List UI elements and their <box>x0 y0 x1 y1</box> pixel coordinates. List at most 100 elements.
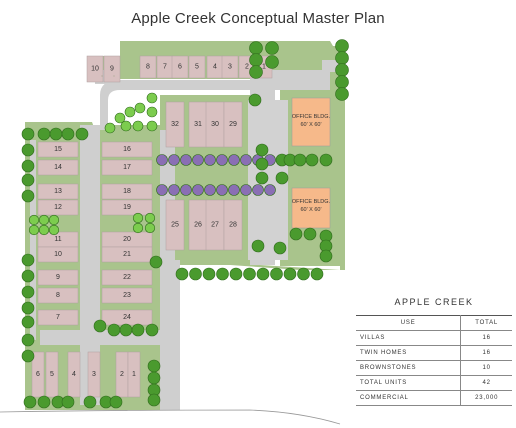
legend-row-use: BROWNSTONES <box>356 360 462 376</box>
lot-left-12: 12 <box>37 199 79 216</box>
legend-row-use: TOTAL UNITS <box>356 375 462 391</box>
lot-left-7-label: 7 <box>56 314 60 321</box>
office-building-2 <box>291 187 331 229</box>
lot-left-14-label: 14 <box>54 164 62 171</box>
tree <box>21 159 35 173</box>
tree <box>21 127 35 141</box>
legend-header-total: TOTAL <box>460 315 512 331</box>
purple-tree <box>228 184 240 196</box>
legend-row: TWIN HOMES 16 <box>356 345 512 361</box>
lot-center-17-footprint <box>101 159 153 176</box>
lot-left-12-footprint <box>37 199 79 216</box>
tree <box>104 122 116 134</box>
office-building-2-size: 60' X 60' <box>300 207 321 213</box>
lot-lower-28: 28 <box>223 199 243 251</box>
lot-lower-25-label: 25 <box>171 222 179 229</box>
tree <box>147 371 161 385</box>
tree <box>202 267 216 281</box>
tree <box>83 395 97 409</box>
legend-title: APPLE CREEK <box>394 297 474 307</box>
tree <box>21 173 35 187</box>
tree <box>28 214 40 226</box>
lot-center-19-footprint <box>101 199 153 216</box>
office-building-1-size: 60' X 60' <box>300 122 321 128</box>
lot-left-15-label: 15 <box>54 146 62 153</box>
tree <box>149 255 163 269</box>
tree <box>297 267 310 281</box>
tree <box>114 112 126 124</box>
lot-mid-29-label: 29 <box>229 121 237 128</box>
tree <box>256 267 270 281</box>
tree <box>189 267 202 281</box>
tree <box>37 127 51 141</box>
tree <box>303 227 317 241</box>
tree <box>147 359 161 373</box>
lot-center-20: 20 <box>101 231 153 248</box>
legend-header-row: USE TOTAL <box>356 315 512 331</box>
lot-top-9-footprint <box>103 55 121 83</box>
office-buildings: OFFICE BLDG. 60' X 60' OFFICE BLDG. 60' … <box>291 97 331 229</box>
tree <box>216 267 229 281</box>
tree <box>229 267 243 281</box>
street-edge-line <box>0 409 341 425</box>
legend-row-total: 10 <box>460 360 512 376</box>
lot-center-18: 18 <box>101 183 153 200</box>
tree <box>61 395 75 409</box>
lot-center-20-label: 20 <box>123 236 131 243</box>
lot-center-18-label: 18 <box>123 188 131 195</box>
legend-row: VILLAS 16 <box>356 330 512 346</box>
lot-bottom-5: 5 <box>45 351 59 398</box>
lot-top-3: 3 <box>221 55 239 79</box>
lot-top-6-label: 6 <box>178 64 182 71</box>
lot-left-9: 9 <box>37 269 79 286</box>
lot-mid-31-label: 31 <box>194 121 202 128</box>
tree <box>21 301 35 315</box>
lot-center-23-footprint <box>101 287 153 304</box>
tree <box>293 153 307 167</box>
lot-bottom-6-label: 6 <box>36 371 40 378</box>
unit-summary-table: APPLE CREEK USE TOTAL VILLAS 16 TWIN HOM… <box>356 297 512 406</box>
tree <box>23 395 37 409</box>
lot-top-10-label: 10 <box>91 66 99 73</box>
purple-tree <box>168 154 180 166</box>
legend-row-use: COMMERCIAL <box>356 390 462 406</box>
tree <box>319 153 333 167</box>
lot-left-12-label: 12 <box>54 204 62 211</box>
lot-lower-25-footprint <box>165 199 185 251</box>
tree <box>124 106 136 118</box>
lot-top-5: 5 <box>188 55 206 79</box>
tree <box>145 323 159 337</box>
tree-layer <box>21 39 349 409</box>
lot-left-9-footprint <box>37 269 79 286</box>
lot-bottom-4: 4 <box>67 351 81 398</box>
lot-left-13-label: 13 <box>54 188 62 195</box>
lot-mid-32-label: 32 <box>171 121 179 128</box>
lot-top-3-footprint <box>221 55 239 79</box>
purple-tree <box>180 184 192 196</box>
lot-left-15: 15 <box>37 141 79 158</box>
tree <box>335 87 349 101</box>
tree <box>273 241 287 255</box>
tree <box>119 323 133 337</box>
tree <box>107 323 121 337</box>
lot-center-22: 22 <box>101 269 153 286</box>
purple-tree <box>264 184 276 196</box>
lot-top-7: 7 <box>156 55 174 79</box>
tree <box>21 269 35 283</box>
tree <box>310 267 324 281</box>
legend-header-use: USE <box>356 315 462 331</box>
tree <box>132 212 144 224</box>
lot-center-16-footprint <box>101 141 153 158</box>
lot-top-6-footprint <box>171 55 189 79</box>
lot-top-6: 6 <box>171 55 189 79</box>
lot-bottom-3-footprint <box>87 351 101 398</box>
tree <box>146 92 158 104</box>
legend-row-use: TWIN HOMES <box>356 345 462 361</box>
tree <box>37 395 51 409</box>
lot-top-9-label: 9 <box>110 66 114 73</box>
tree <box>283 267 297 281</box>
lot-center-16: 16 <box>101 141 153 158</box>
lot-center-24: 24 <box>101 309 153 326</box>
purple-tree <box>216 154 228 166</box>
